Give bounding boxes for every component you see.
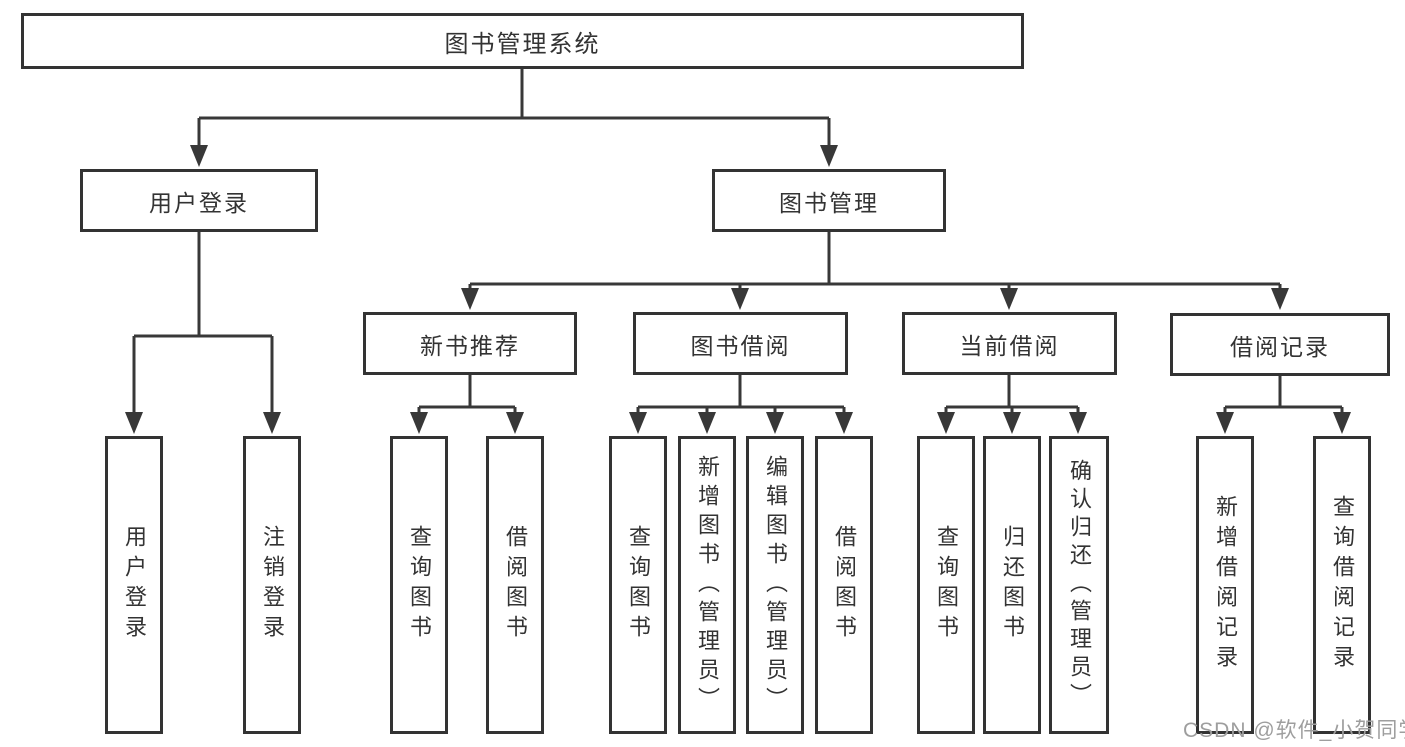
leaf-borrow-books-recommend: 借阅图书	[486, 436, 544, 734]
arrowheads	[125, 145, 1351, 434]
leaf-return-books: 归还图书	[983, 436, 1041, 734]
leaf-query-books-current: 查询图书	[917, 436, 975, 734]
leaf-user-login: 用户登录	[105, 436, 163, 734]
leaf-borrow-books: 借阅图书	[815, 436, 873, 734]
node-root-library-system: 图书管理系统	[21, 13, 1024, 69]
leaf-query-books-recommend: 查询图书	[390, 436, 448, 734]
node-new-book-recommendation: 新书推荐	[363, 312, 577, 375]
node-user-login: 用户登录	[80, 169, 318, 232]
leaf-add-books-admin: 新增图书（管理员）	[678, 436, 736, 734]
leaf-query-books-borrow: 查询图书	[609, 436, 667, 734]
leaf-add-borrow-record: 新增借阅记录	[1196, 436, 1254, 734]
csdn-watermark: CSDN @软件_小贺同学	[1183, 719, 1405, 742]
node-book-management: 图书管理	[712, 169, 946, 232]
leaf-query-borrow-record: 查询借阅记录	[1313, 436, 1371, 734]
node-current-borrowing: 当前借阅	[902, 312, 1117, 375]
leaf-logout: 注销登录	[243, 436, 301, 734]
leaf-confirm-return-admin: 确认归还（管理员）	[1049, 436, 1109, 734]
node-borrowing-records: 借阅记录	[1170, 313, 1390, 376]
leaf-edit-books-admin: 编辑图书（管理员）	[746, 436, 804, 734]
node-book-borrowing: 图书借阅	[633, 312, 848, 375]
